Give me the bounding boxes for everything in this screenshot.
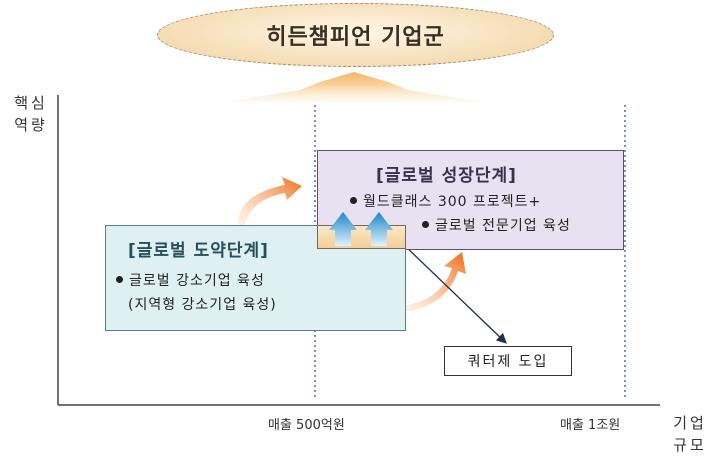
rising-glow-arrow [225, 72, 483, 102]
quota-pointer-arrow [401, 242, 507, 344]
leap-stage-item-1: 글로벌 강소기업 육성 [116, 270, 265, 290]
quota-box: 쿼터제 도입 [444, 346, 572, 376]
leap-stage-item-2: (지역형 강소기업 육성) [128, 297, 277, 313]
orange-curved-arrow-lower [395, 252, 466, 312]
y-axis-title-line2: 역량 [14, 116, 48, 134]
tick-label-500: 매출 500억원 [268, 418, 345, 433]
leap-stage-item-1-text: 글로벌 강소기업 육성 [129, 273, 265, 289]
y-axis-title-line1: 핵심 [14, 94, 48, 112]
blue-up-arrow-left [329, 212, 357, 246]
blue-up-arrow-right [365, 212, 393, 246]
growth-stage-item-1-text: 월드클래스 300 프로젝트+ [363, 194, 542, 210]
x-axis-title: 기업 규모 [668, 412, 712, 456]
bullet-icon [422, 220, 429, 228]
bullet-icon [116, 275, 123, 283]
y-axis-title: 핵심 역량 [14, 92, 48, 136]
x-axis-title-line1: 기업 [673, 414, 707, 432]
growth-stage-item-2-text: 글로벌 전문기업 육성 [435, 218, 571, 234]
x-axis-title-line2: 규모 [673, 436, 707, 454]
tick-label-1t: 매출 1조원 [560, 418, 621, 433]
leap-stage-title: [글로벌 도약단계] [128, 241, 269, 261]
growth-stage-item-2: 글로벌 전문기업 육성 [422, 215, 571, 235]
hidden-champion-title: 히든챔피언 기업군 [266, 25, 445, 50]
bullet-icon [350, 196, 357, 204]
quota-label: 쿼터제 도입 [467, 354, 549, 370]
growth-stage-title: [글로벌 성장단계] [376, 166, 517, 186]
hidden-champion-ellipse: 히든챔피언 기업군 [157, 3, 554, 67]
orange-curved-arrow-upper [237, 177, 302, 230]
growth-stage-item-1: 월드클래스 300 프로젝트+ [350, 191, 541, 211]
